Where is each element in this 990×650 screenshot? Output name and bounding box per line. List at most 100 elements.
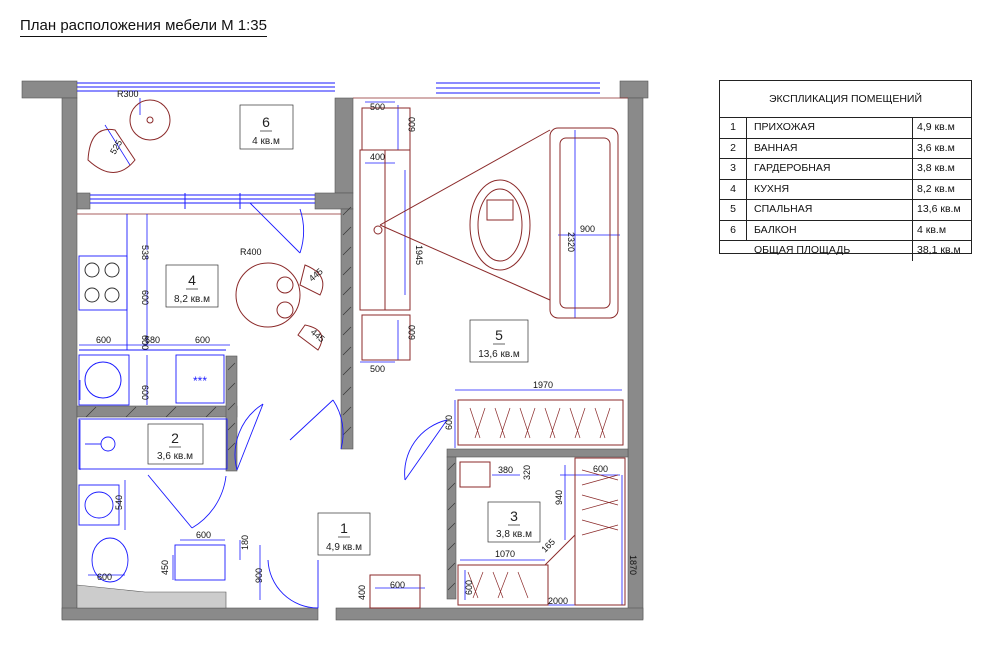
wall-balcony-right [334,97,354,194]
wall-bath-right [225,355,238,472]
dim-600-b: 600 [140,335,150,350]
wall-bottom-right [335,607,644,621]
dim-2000: 2000 [548,596,568,606]
row-num: 1 [720,118,747,138]
bathroom-fixtures [78,418,228,583]
dim-400: 400 [370,152,385,162]
room-4-area: 8,2 кв.м [174,294,210,305]
room-1-number: 1 [340,520,348,536]
room-schedule-row: 5 СПАЛЬНАЯ 13,6 кв.м [720,200,971,221]
dim-450: 450 [160,560,170,575]
dim-180: 180 [240,535,250,550]
washer [174,544,226,581]
doors [147,202,448,609]
row-name: СПАЛЬНАЯ [754,203,813,215]
washbasin [78,484,120,526]
toilet [91,537,129,583]
total-label: ОБЩАЯ ПЛОЩАДЬ [754,244,851,256]
sink-cabinet [78,354,130,406]
sink-bowl [84,361,122,399]
room-6-area: 4 кв.м [252,136,280,147]
dim-1945: 1945 [414,245,424,265]
row-num: 6 [720,220,747,240]
wall-bottom-left [61,607,319,621]
row-name: КУХНЯ [754,182,790,195]
row-name: ГАРДЕРОБНАЯ [754,162,831,174]
dim-600-k: 600 [390,580,405,590]
wall-bath-top [76,405,238,418]
wall-closet-left [446,456,457,600]
row-num: 2 [720,138,747,158]
wall-top-right [619,80,649,99]
dim-445-b: 445 [309,327,327,344]
stove-burners [84,262,120,303]
walls [21,80,649,621]
row-area: 3,6 кв.м [912,138,972,158]
wall-left [61,97,78,620]
dining-table [235,262,301,328]
dim-600-stove: 600 [140,290,150,305]
stove [78,255,128,311]
room-3-area: 3,8 кв.м [496,529,532,540]
row-area: 3,8 кв.м [912,159,972,179]
row-num: 3 [720,159,747,179]
dim-940: 940 [554,490,564,505]
kitchen-counters [78,214,226,406]
wall-closet-top [446,448,629,458]
oven [175,354,225,404]
room-schedule-table: ЭКСПЛИКАЦИЯ ПОМЕЩЕНИЙ 1 ПРИХОЖАЯ 4,9 кв.… [719,80,972,261]
room-5-number: 5 [495,327,503,343]
dim-538: 538 [140,245,150,260]
wall-top-left [21,80,78,99]
dim-500-top: 500 [370,102,385,112]
shoe-cabinet [369,574,421,609]
room-2-number: 2 [171,430,179,446]
row-area: 4,9 кв.м [912,118,972,138]
windows [77,82,600,209]
bedroom-furniture [359,107,619,361]
armchair-top [361,107,411,151]
plan-title: План расположения мебели М 1:35 [20,17,267,37]
dim-2320: 2320 [566,232,576,252]
dim-600-a: 600 [407,117,417,132]
row-area: 4 кв.м [912,220,972,240]
dim-500-bot: 500 [370,364,385,374]
dim-600-f: 600 [407,325,417,340]
row-area: 13,6 кв.м [912,200,972,220]
dim-1870: 1870 [628,555,638,575]
armchair-bottom [361,314,411,361]
room-1-area: 4,9 кв.м [326,542,362,553]
bathtub [78,418,228,470]
dim-1070: 1070 [495,549,515,559]
dim-400-k: 400 [357,585,367,600]
room-4-number: 4 [188,272,196,288]
room-schedule-row: 3 ГАРДЕРОБНАЯ 3,8 кв.м [720,159,971,180]
room-schedule-row: 6 БАЛКОН 4 кв.м [720,220,972,241]
dim-900-hall: 900 [254,568,264,583]
dim-900-sofa: 900 [580,224,595,234]
dim-600-c: 600 [96,335,111,345]
balcony-furniture [87,99,171,173]
dim-600-g: 600 [444,415,454,430]
wall-right [627,97,644,620]
dim-600-i: 600 [464,580,474,595]
dim-1970: 1970 [533,380,553,390]
room-labels: 6 4 кв.м 4 8,2 кв.м 5 13,6 кв.м 2 3,6 кв… [147,104,541,556]
row-num: 4 [720,179,747,199]
sofa [549,127,619,319]
wardrobes [369,399,626,609]
dining-set [235,262,324,351]
dim-600-l: 600 [196,530,211,540]
wardrobe-hangers [467,407,619,599]
row-name: БАЛКОН [754,223,797,236]
room-schedule-row: 1 ПРИХОЖАЯ 4,9 кв.м [720,118,971,139]
row-name: ПРИХОЖАЯ [754,121,815,133]
row-area: 8,2 кв.м [912,179,972,199]
total-area: 38,1 кв.м [912,241,972,261]
dim-r400: R400 [240,247,262,257]
room-schedule-header: ЭКСПЛИКАЦИЯ ПОМЕЩЕНИЙ [720,81,971,118]
oven-mark: *** [193,374,207,388]
dim-380: 380 [498,465,513,475]
dim-600-d: 600 [195,335,210,345]
wall-kitchen-top [76,192,91,210]
